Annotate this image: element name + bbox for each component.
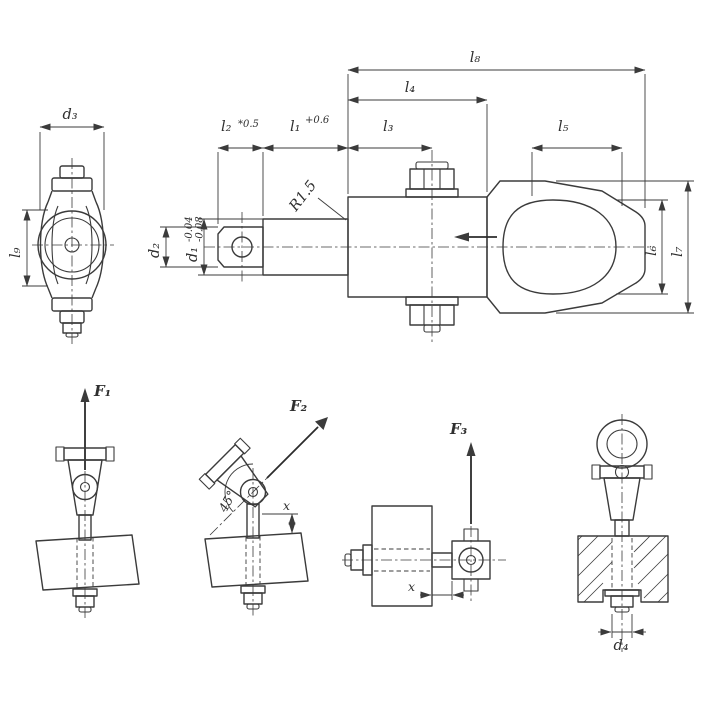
hatching-right: [633, 535, 669, 603]
dim-label-l1: l₁: [290, 119, 300, 135]
dimension-l7: l₇: [556, 180, 694, 314]
dimension-l3: l₃: [347, 119, 433, 152]
dimension-l6: l₆: [616, 199, 668, 295]
dimension-x-f2: x: [262, 498, 298, 534]
dimension-l2: l₂ *0.5: [217, 119, 264, 224]
dim-label-l7: l₇: [670, 246, 686, 257]
eyebolt-f2: [198, 437, 269, 539]
dimension-d2: d₂: [147, 226, 218, 268]
mounting-view-block: d₄: [577, 414, 669, 654]
dimension-l8: l₈: [347, 50, 646, 208]
bolt-top: [405, 161, 459, 198]
dim-label-l8: l₈: [470, 50, 481, 66]
force-label-f1: F₁: [93, 382, 111, 400]
eye-ring: [486, 180, 646, 314]
mounting-view-f3: F₃ x: [342, 420, 506, 607]
eyebolt-block: [591, 464, 653, 537]
dimension-d4: d₄: [598, 614, 646, 654]
main-view: l₈ l₄ l₂ *0.5 l₁ +0.6 l₃ l₅: [147, 50, 694, 342]
dim-label-l9: l₉: [8, 247, 24, 258]
dim-label-l2: l₂: [221, 119, 232, 135]
dim-label-d3: d₃: [62, 107, 77, 123]
force-label-f3: F₃: [449, 420, 468, 438]
hatching-left: [577, 535, 613, 603]
eyebolt-f1: [55, 446, 115, 541]
dim-label-l5: l₅: [558, 119, 569, 135]
dim-label-l6: l₆: [644, 245, 660, 256]
dim-label-d1: d₁: [185, 247, 201, 262]
nut-f2: [240, 585, 266, 610]
dim-label-d2: d₂: [147, 243, 163, 258]
dim-label-d1-tol-lower: -0.08: [195, 216, 206, 242]
pin-cross-hole: [231, 236, 253, 258]
dimension-d3: d₃: [39, 107, 105, 210]
force-arrow-f2: [315, 417, 328, 430]
force-arrow-f3: [466, 442, 476, 456]
dim-label-l4: l₄: [405, 80, 416, 96]
dim-label-d1-tol-upper: -0.04: [184, 216, 195, 242]
dim-label-l3: l₃: [383, 119, 394, 135]
dim-label-x-f2: x: [283, 498, 290, 513]
side-view: d₃ l₉: [8, 107, 114, 344]
plate-f1: [35, 534, 140, 591]
nut-block: [604, 589, 640, 613]
insertion-arrow: [454, 232, 497, 242]
dimension-l1: l₁ +0.6: [262, 115, 349, 152]
side-view-part: [37, 165, 107, 338]
lifting-ring: [596, 419, 648, 469]
dimension-l4: l₄: [347, 80, 488, 192]
force-arrow-f1: [80, 388, 90, 402]
dimension-l9: l₉: [8, 209, 48, 287]
force-label-f2: F₂: [289, 397, 308, 415]
dim-label-l2-tolerance: *0.5: [238, 119, 259, 130]
dim-label-d4: d₄: [613, 638, 628, 654]
dim-label-l1-tolerance: +0.6: [305, 115, 330, 126]
dimension-x-f3: x: [408, 579, 464, 600]
plate-f2: [204, 532, 309, 588]
dim-label-x-f3: x: [408, 579, 415, 594]
nut-f1: [72, 588, 98, 613]
bolt-bottom: [405, 296, 459, 333]
nut-f3: [344, 544, 373, 576]
mounting-block: [577, 535, 669, 603]
dimension-l5: l₅: [531, 119, 623, 206]
mounting-view-f1: F₁: [35, 382, 140, 618]
eyebolt-f3: [431, 528, 491, 592]
dimension-d1: d₁ -0.04 -0.08: [184, 216, 263, 276]
